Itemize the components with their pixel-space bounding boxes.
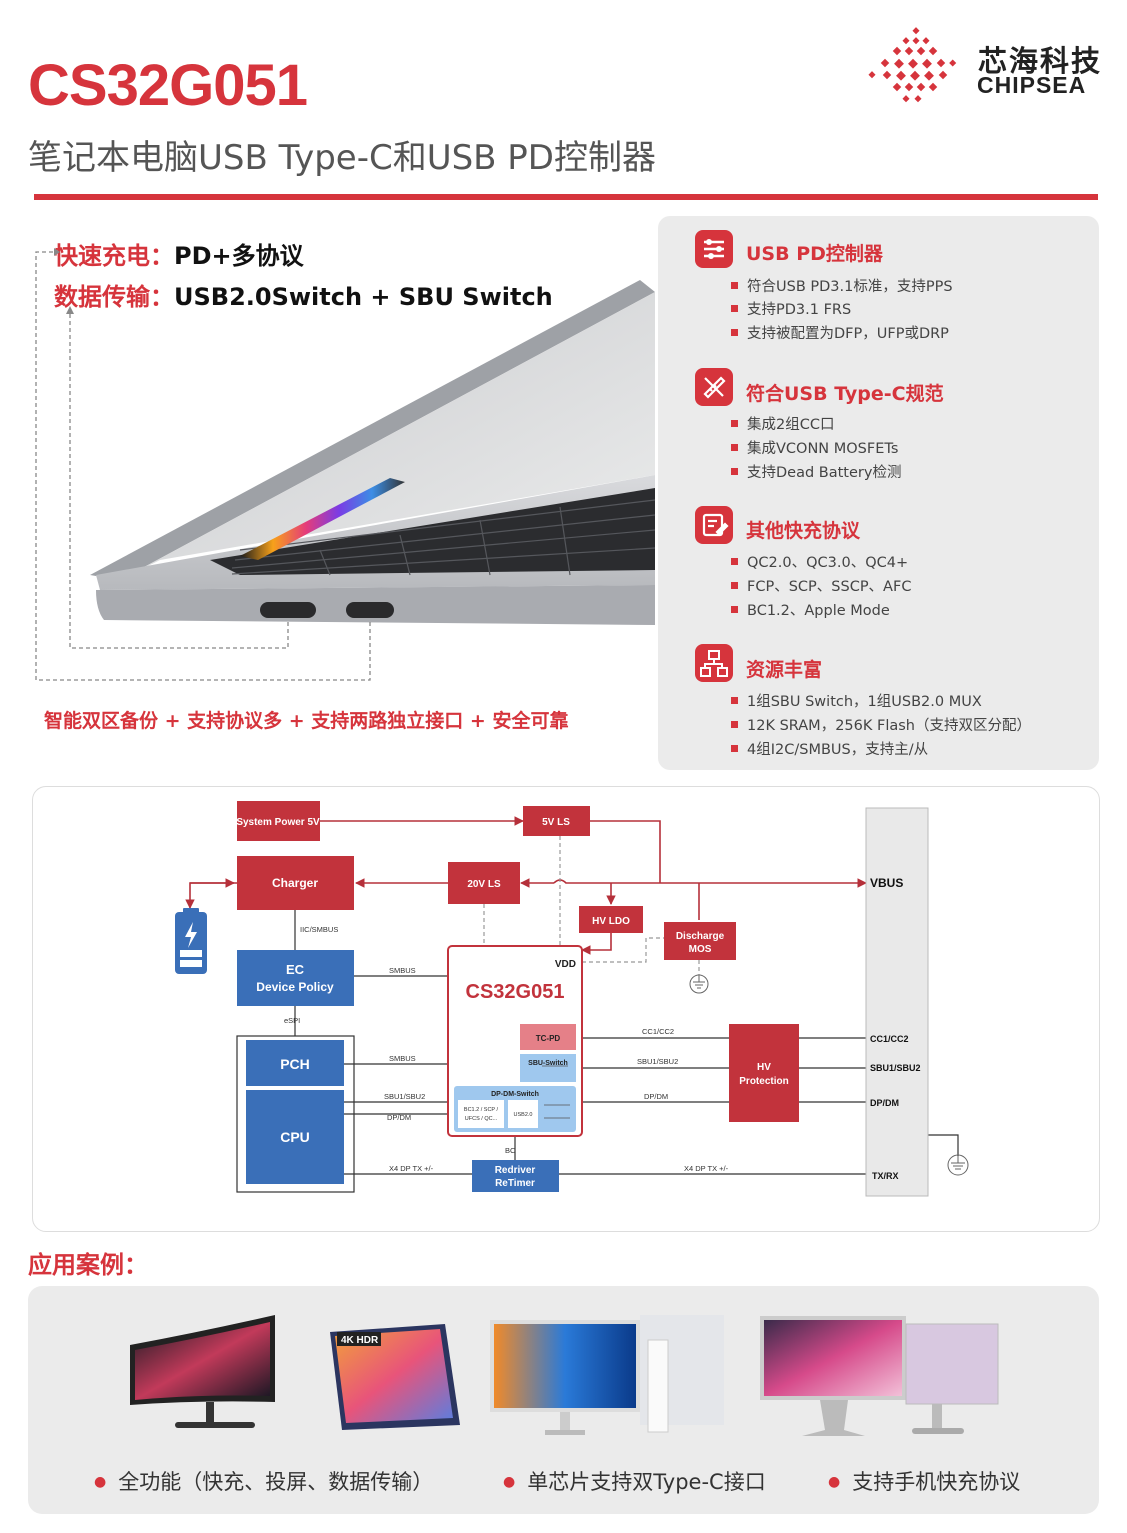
label-chip: CS32G051 bbox=[466, 981, 565, 1003]
product-images: 4K HDR bbox=[130, 1315, 999, 1436]
chipsea-logo-icon bbox=[868, 27, 957, 103]
pch-block bbox=[246, 1040, 344, 1086]
list-item: 4组I2C/SMBUS，支持主/从 bbox=[731, 738, 928, 759]
label-sbu-mid: SBU1/SBU2 bbox=[637, 1057, 678, 1066]
section-title-fastcharge: 其他快充协议 bbox=[746, 520, 861, 542]
label-vbus: VBUS bbox=[870, 876, 903, 890]
feature-fast-charge: 快速充电：PD+多协议 bbox=[54, 236, 304, 271]
list-item: 1组SBU Switch，1组USB2.0 MUX bbox=[731, 690, 982, 711]
list-item: 12K SRAM，256K Flash（支持双区分配） bbox=[731, 714, 1031, 735]
charger-block bbox=[237, 856, 354, 910]
list-item: QC2.0、QC3.0、QC4+ bbox=[731, 551, 908, 572]
feature-label: 数据传输： bbox=[54, 283, 174, 311]
label-dpdm-mid: DP/DM bbox=[644, 1092, 668, 1101]
ls5v-block bbox=[523, 806, 590, 836]
label-usb20: USB2.0 bbox=[514, 1112, 533, 1118]
label-dpdm: DP/DM bbox=[870, 1098, 899, 1108]
applications-title: 应用案例： bbox=[28, 1251, 148, 1279]
system-power-block bbox=[237, 801, 320, 841]
label-sbu: SBU1/SBU2 bbox=[870, 1063, 921, 1073]
network-icon bbox=[695, 644, 733, 682]
caption-full-function: 全功能（快充、投屏、数据传输） bbox=[94, 1466, 433, 1496]
label-ec: EC bbox=[286, 962, 305, 977]
block-diagram: System Power 5V 5V LS Charger 20V LS HV … bbox=[175, 801, 969, 1197]
label-discharge: Discharge bbox=[676, 931, 725, 942]
label-sbu-cpu: SBU1/SBU2 bbox=[384, 1092, 425, 1101]
label-device-policy: Device Policy bbox=[256, 980, 334, 994]
list-item: 支持被配置为DFP，UFP或DRP bbox=[731, 322, 949, 343]
section-title-typec: 符合USB Type-C规范 bbox=[746, 383, 944, 405]
type-c-connector bbox=[865, 807, 929, 1197]
label-dpdm-cpu: DP/DM bbox=[387, 1113, 411, 1122]
label-hvldo: HV LDO bbox=[592, 916, 630, 927]
list-item: BC1.2、Apple Mode bbox=[731, 599, 890, 620]
logo-english: CHIPSEA bbox=[977, 72, 1087, 98]
edit-document-icon bbox=[695, 506, 733, 544]
list-item: 支持Dead Battery检测 bbox=[731, 461, 901, 482]
laptop-illustration bbox=[35, 248, 656, 681]
label-espi: eSPI bbox=[284, 1016, 300, 1025]
label-smbus-pch: SMBUS bbox=[389, 1054, 416, 1063]
label-bc12: BC1.2 / SCP / bbox=[464, 1107, 499, 1113]
discharge-mos-block bbox=[664, 922, 736, 960]
section-title-pd: USB PD控制器 bbox=[746, 243, 883, 265]
sliders-icon bbox=[695, 230, 733, 268]
list-item: 支持PD3.1 FRS bbox=[731, 298, 851, 319]
label-tcpd: TC-PD bbox=[536, 1034, 561, 1043]
label-ufcs: UFCS / QC... bbox=[465, 1116, 498, 1122]
caption-dual-typec: 单芯片支持双Type-C接口 bbox=[503, 1466, 765, 1496]
ec-block bbox=[237, 950, 354, 1006]
ruler-pencil-icon bbox=[695, 368, 733, 406]
badge-4k-hdr: 4K HDR bbox=[341, 1335, 379, 1346]
list-item: 集成2组CC口 bbox=[731, 413, 834, 434]
label-cc-mid: CC1/CC2 bbox=[642, 1027, 674, 1036]
feature-data-transfer: 数据传输：USB2.0Switch + SBU Switch bbox=[54, 277, 553, 312]
sbu-switch-block bbox=[520, 1054, 576, 1082]
list-item: 集成VCONN MOSFETs bbox=[731, 437, 898, 458]
label-smbus-ec: SMBUS bbox=[389, 966, 416, 975]
list-item: 符合USB PD3.1标准，支持PPS bbox=[731, 275, 953, 296]
list-item: FCP、SCP、SSCP、AFC bbox=[731, 575, 911, 596]
label-iic: IIC/SMBUS bbox=[300, 925, 338, 934]
feature-panel bbox=[658, 216, 1099, 770]
product-title: CS32G051 bbox=[28, 53, 308, 118]
product-subtitle: 笔记本电脑USB Type-C和USB PD控制器 bbox=[28, 138, 656, 178]
label-redriver: Redriver bbox=[495, 1165, 536, 1176]
slogan: 智能双区备份 + 支持协议多 + 支持两路独立接口 + 安全可靠 bbox=[44, 710, 569, 732]
hv-protection-block bbox=[729, 1024, 799, 1122]
tcpd-block bbox=[520, 1024, 576, 1050]
feature-value: USB2.0Switch + SBU Switch bbox=[174, 283, 553, 311]
label-system-power: System Power 5V bbox=[236, 817, 320, 828]
label-txrx: TX/RX bbox=[872, 1171, 899, 1181]
caption-phone-fastcharge: 支持手机快充协议 bbox=[828, 1466, 1020, 1496]
label-retimer: ReTimer bbox=[495, 1178, 535, 1189]
feature-value: PD+多协议 bbox=[174, 242, 304, 270]
section-title-resources: 资源丰富 bbox=[746, 659, 823, 681]
logo-chinese: 芯海科技 bbox=[978, 44, 1103, 78]
label-dpdm-switch: DP-DM-Switch bbox=[491, 1091, 539, 1098]
label-x4-left: X4 DP TX +/- bbox=[389, 1164, 434, 1173]
label-cc: CC1/CC2 bbox=[870, 1034, 909, 1044]
cpu-block bbox=[246, 1090, 344, 1184]
feature-label: 快速充电： bbox=[54, 242, 174, 270]
label-protection: Protection bbox=[739, 1076, 788, 1087]
label-5vls: 5V LS bbox=[542, 817, 570, 828]
label-bc: BC bbox=[505, 1146, 516, 1155]
label-hv: HV bbox=[757, 1062, 771, 1073]
label-sbu-switch: SBU-Switch bbox=[528, 1060, 568, 1067]
label-mos: MOS bbox=[689, 944, 712, 955]
ground-icon bbox=[689, 974, 969, 1176]
hvldo-block bbox=[579, 906, 643, 933]
header-divider bbox=[34, 194, 1098, 200]
battery-icon bbox=[175, 908, 207, 974]
label-vdd: VDD bbox=[555, 959, 576, 970]
label-pch: PCH bbox=[280, 1056, 310, 1072]
label-cpu: CPU bbox=[280, 1129, 310, 1145]
label-charger: Charger bbox=[272, 876, 318, 890]
ls20v-block bbox=[448, 862, 520, 904]
label-20vls: 20V LS bbox=[467, 879, 501, 890]
redriver-block bbox=[472, 1160, 559, 1192]
label-x4-right: X4 DP TX +/- bbox=[684, 1164, 729, 1173]
